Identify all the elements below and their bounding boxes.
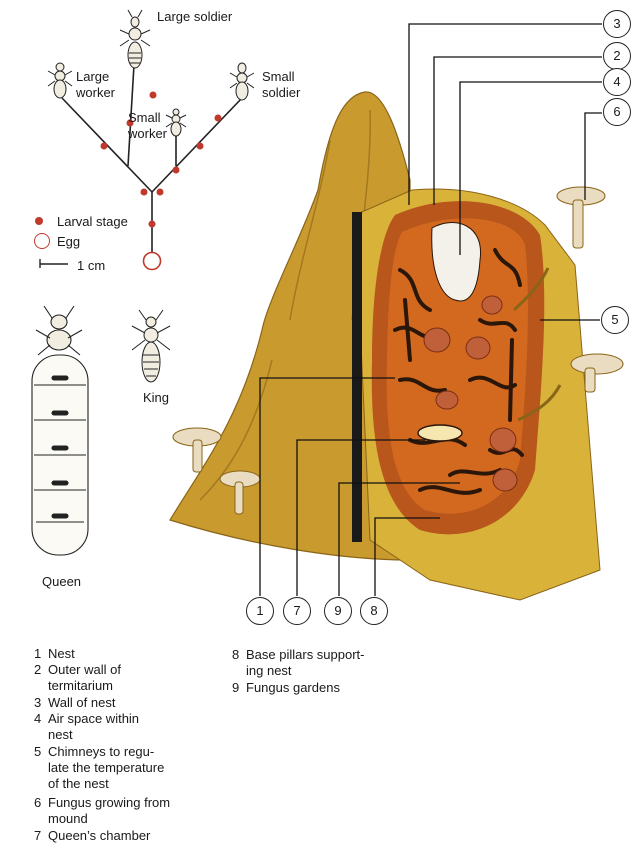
key-egg: Egg xyxy=(57,234,80,249)
callout-5: 5 xyxy=(601,306,629,334)
label-small-soldier-2: soldier xyxy=(262,85,300,100)
label-large-soldier: Large soldier xyxy=(157,9,232,24)
callout-7: 7 xyxy=(283,597,311,625)
large-soldier-icon xyxy=(120,10,150,68)
callout-6: 6 xyxy=(603,98,631,126)
label-large-worker-1: Large xyxy=(76,69,109,84)
small-worker-icon xyxy=(166,109,186,136)
key-larval-stage-dot xyxy=(35,217,43,225)
key-egg-circle xyxy=(34,233,50,249)
callout-9: 9 xyxy=(324,597,352,625)
label-large-worker-2: worker xyxy=(76,85,115,100)
egg-symbol xyxy=(144,253,161,270)
label-queen: Queen xyxy=(42,574,81,589)
small-soldier-icon xyxy=(230,63,254,100)
king-icon xyxy=(132,310,170,382)
queen-icon xyxy=(32,306,88,555)
callout-1: 1 xyxy=(246,597,274,625)
label-king: King xyxy=(143,390,169,405)
callout-2: 2 xyxy=(603,42,631,70)
termite-mound xyxy=(170,92,623,600)
large-worker-icon xyxy=(48,63,72,98)
label-small-worker-1: Small xyxy=(128,110,161,125)
callout-3: 3 xyxy=(603,10,631,38)
label-small-worker-2: worker xyxy=(128,126,167,141)
callout-4: 4 xyxy=(603,68,631,96)
label-small-soldier-1: Small xyxy=(262,69,295,84)
larval-stage-dots xyxy=(101,92,222,228)
callout-8: 8 xyxy=(360,597,388,625)
key-larval-stage: Larval stage xyxy=(57,214,128,229)
key-scale: 1 cm xyxy=(77,258,105,273)
